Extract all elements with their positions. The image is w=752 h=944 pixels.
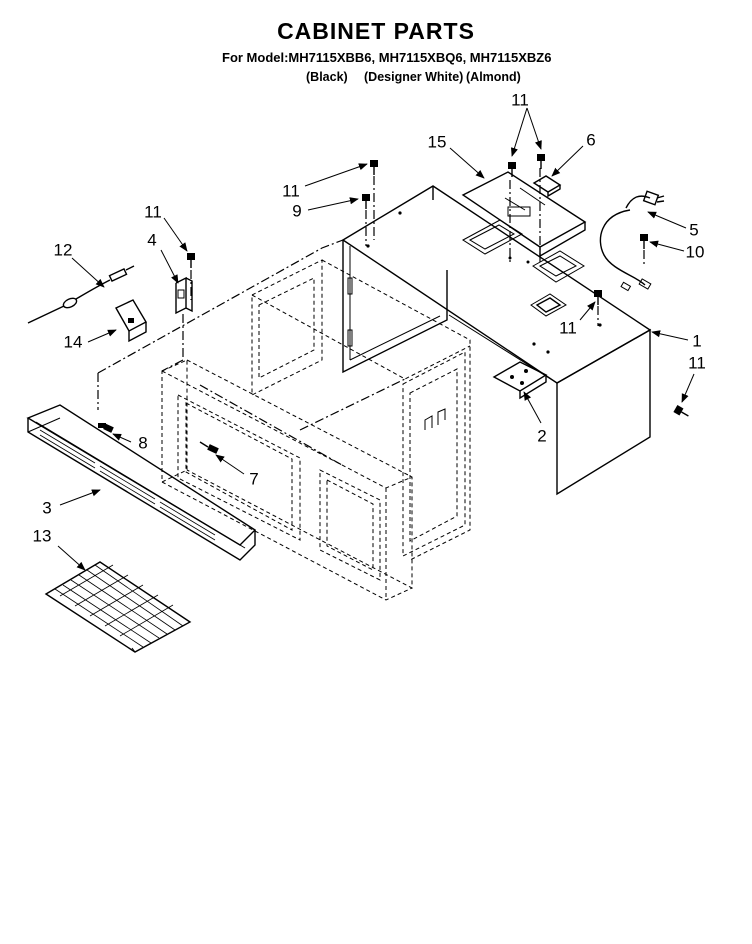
callout-14: 14 — [63, 332, 83, 352]
callout-11-upper-screw: 11 — [282, 181, 300, 201]
variant-almond: (Almond) — [466, 70, 521, 84]
variant-designer-white: (Designer White) — [364, 70, 464, 84]
callout-6: 6 — [586, 130, 596, 150]
callout-4: 4 — [147, 230, 157, 250]
power-cord-part-5 — [599, 190, 665, 292]
vent-cover-part-15 — [461, 168, 587, 262]
callout-10: 10 — [685, 242, 705, 262]
bracket-part-2 — [492, 361, 548, 400]
callout-11-mid: 11 — [559, 318, 577, 338]
callout-12: 12 — [53, 240, 73, 260]
callout-11-right: 11 — [688, 353, 706, 373]
callout-3: 3 — [42, 498, 52, 518]
left-side-parts — [27, 265, 193, 360]
grille-part-3 — [26, 404, 257, 561]
callout-13: 13 — [32, 526, 52, 546]
callout-11-top: 11 — [511, 90, 529, 110]
callout-1: 1 — [692, 331, 702, 351]
outer-cabinet — [341, 185, 652, 496]
callout-11-left: 11 — [144, 202, 162, 222]
filter-part-13 — [44, 561, 192, 653]
callout-2: 2 — [537, 426, 547, 446]
model-list: For Model:MH7115XBB6, MH7115XBQ6, MH7115… — [222, 50, 552, 65]
callout-7: 7 — [249, 469, 259, 489]
callout-8: 8 — [138, 433, 148, 453]
diagram-title: CABINET PARTS — [277, 18, 475, 44]
screws — [187, 154, 689, 417]
inner-cavity — [97, 239, 471, 601]
leader-lines — [57, 107, 695, 571]
callout-5: 5 — [689, 220, 699, 240]
callout-15: 15 — [427, 132, 447, 152]
clip-part-6 — [532, 175, 562, 198]
callout-9: 9 — [292, 201, 302, 221]
variant-black: (Black) — [306, 70, 348, 84]
